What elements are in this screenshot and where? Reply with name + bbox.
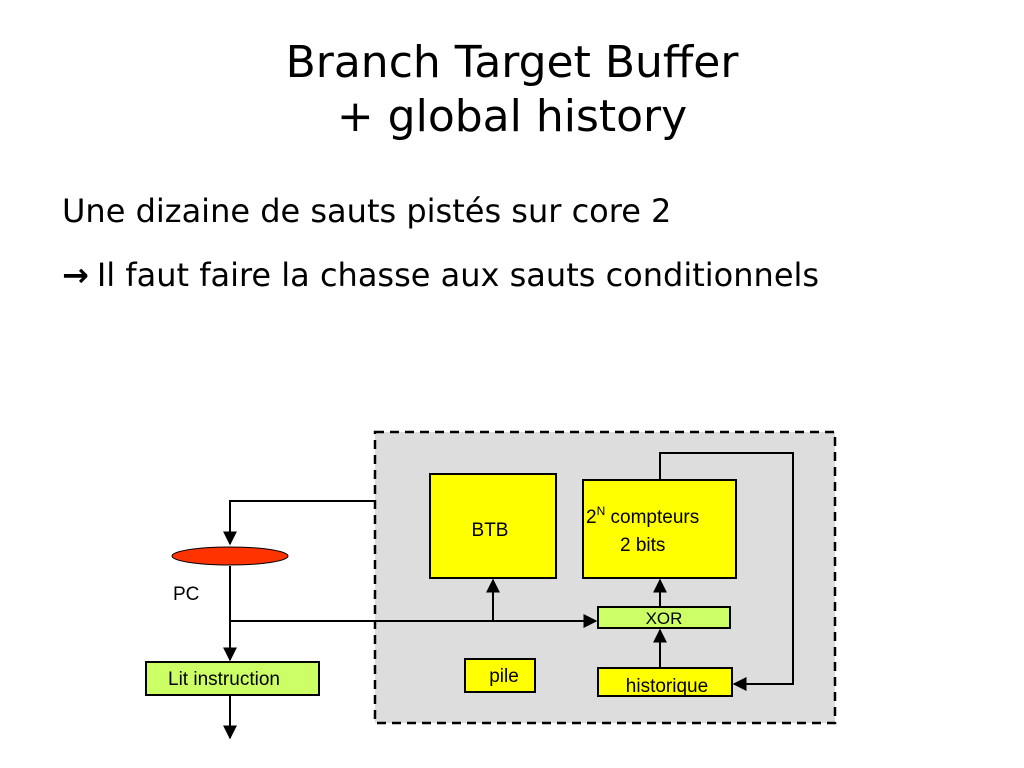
historique-box: [597, 667, 733, 697]
compteurs-line2: 2 bits: [620, 535, 665, 556]
bullet-2-text: Il faut faire la chasse aux sauts condit…: [96, 256, 820, 294]
pile-box: [464, 658, 536, 693]
pc-ellipse: [171, 546, 289, 566]
historique-label: historique: [626, 676, 708, 697]
wire-to-pc: [223, 500, 375, 546]
slide-title: Branch Target Buffer + global history: [0, 36, 1024, 144]
pc-label: PC: [173, 584, 199, 605]
right-arrow-icon: →: [62, 256, 89, 294]
compteurs-label: 2N compteurs: [586, 504, 699, 528]
bullet-2: →Il faut faire la chasse aux sauts condi…: [62, 256, 819, 294]
compteurs-rest: compteurs: [605, 507, 699, 528]
lit-instruction-label: Lit instruction: [168, 669, 280, 690]
bullet-1-text: Une dizaine de sauts pistés sur core 2: [62, 192, 672, 230]
btb-box: [429, 473, 557, 579]
compteurs-base: 2: [586, 507, 597, 528]
title-line-1: Branch Target Buffer: [285, 37, 739, 88]
compteurs-exponent: N: [597, 504, 606, 518]
title-line-2: + global history: [336, 91, 688, 142]
pile-label: pile: [489, 666, 519, 687]
xor-label: XOR: [646, 609, 683, 628]
btb-label: BTB: [472, 520, 509, 541]
wire-compteurs-to-historique: [659, 452, 794, 691]
bullet-1: Une dizaine de sauts pistés sur core 2: [62, 192, 671, 230]
xor-box: [597, 606, 731, 629]
compteurs-box: [582, 479, 737, 579]
lit-instruction-box: [145, 661, 320, 696]
